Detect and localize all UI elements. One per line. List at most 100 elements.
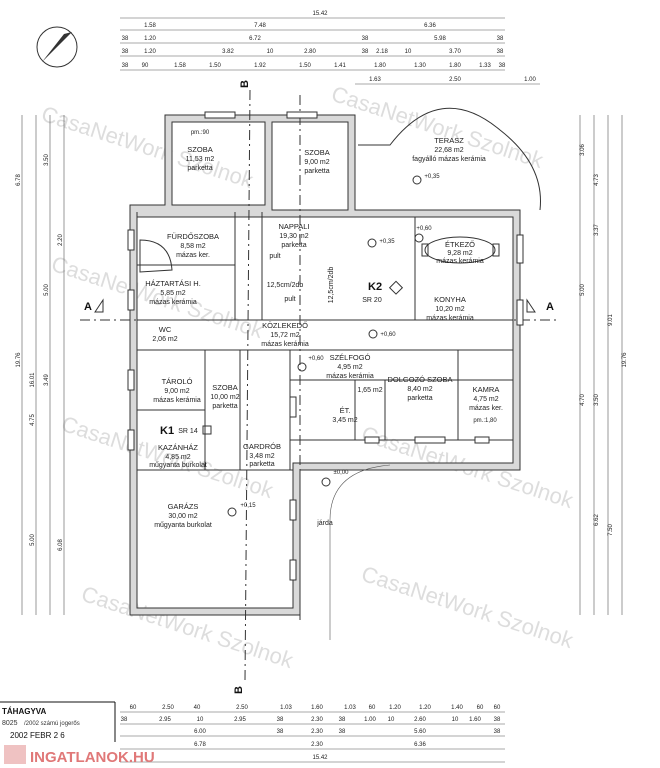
section-markers: A A B B bbox=[84, 80, 554, 694]
stamp-title: TÁHAGYVA bbox=[2, 707, 47, 716]
dimensions-side bbox=[21, 115, 623, 615]
room-area: 8,40 m2 bbox=[407, 386, 432, 393]
room-floor: műgyanta burkolat bbox=[154, 522, 212, 529]
dim-label: 38 bbox=[277, 717, 284, 723]
stamp-note: /2002 számú jogerős bbox=[24, 721, 80, 727]
dim-label: 38 bbox=[121, 717, 128, 723]
dim-label: 38 bbox=[277, 729, 284, 735]
dim-label: 7.48 bbox=[254, 23, 266, 29]
dim-label: 5.00 bbox=[580, 284, 586, 296]
dim-label: 1.40 bbox=[451, 705, 463, 711]
dim-label: 1.03 bbox=[344, 705, 356, 711]
dim-label: 1.80 bbox=[449, 63, 461, 69]
room-floor: mázas kerámia bbox=[326, 373, 374, 380]
room-floor: parketta bbox=[212, 403, 237, 410]
dim-label: 19.76 bbox=[622, 352, 628, 368]
level-label: +0,35 bbox=[379, 239, 395, 245]
dim-label: 2.30 bbox=[311, 729, 323, 735]
room-area: 9,00 m2 bbox=[304, 159, 329, 166]
dim-label: 38 bbox=[362, 49, 369, 55]
dim-label: 6.36 bbox=[414, 742, 426, 748]
dim-label: 1.50 bbox=[209, 63, 221, 69]
dim-label: 1.92 bbox=[254, 63, 266, 69]
room-name: DOLGOZÓ SZOBA bbox=[387, 375, 452, 384]
room-name: ÉT. bbox=[340, 406, 351, 415]
room-floor: mázas kerámia bbox=[426, 315, 474, 322]
stair-label: 12,5cm/2db bbox=[267, 282, 304, 289]
room-area: 9,28 m2 bbox=[447, 250, 472, 257]
dimension-labels-bottom: 60 2.50 40 2.50 1.03 1.60 1.03 60 1.20 1… bbox=[121, 705, 501, 761]
room-area: 19,30 m2 bbox=[279, 233, 308, 240]
room-area: 3,48 m2 bbox=[249, 453, 274, 460]
dimension-labels-side: 19.76 16.01 6.78 5.00 4.75 3.50 2.20 3.4… bbox=[16, 144, 628, 551]
dim-label: 10 bbox=[267, 49, 274, 55]
dim-label: 1.20 bbox=[144, 36, 156, 42]
room-name: SZOBA bbox=[212, 383, 237, 392]
dim-label: 1.80 bbox=[374, 63, 386, 69]
dim-label: 38 bbox=[122, 36, 129, 42]
room-nappali: NAPPALI 19,30 m2 parketta bbox=[278, 222, 309, 249]
dim-label: 2.20 bbox=[58, 234, 64, 246]
dim-label: 2.50 bbox=[449, 77, 461, 83]
dim-label: 2.50 bbox=[162, 705, 174, 711]
room-floor: parketta bbox=[281, 242, 306, 249]
dim-label: 1.20 bbox=[419, 705, 431, 711]
dim-label: 2.30 bbox=[311, 742, 323, 748]
dim-label: 16.01 bbox=[30, 372, 36, 388]
logo-text: INGATLANOK.HU bbox=[30, 749, 155, 766]
room-name: NAPPALI bbox=[278, 222, 309, 231]
dim-label: 38 bbox=[122, 49, 129, 55]
dimensions-bottom bbox=[120, 711, 505, 763]
approval-stamp: TÁHAGYVA 8025 /2002 számú jogerős 2002 F… bbox=[0, 701, 116, 742]
dimension-labels-top: 15.42 1.58 7.48 6.36 38 1.20 6.72 38 5.9… bbox=[122, 11, 537, 83]
section-b-label: B bbox=[233, 686, 245, 694]
dim-label: 3.49 bbox=[44, 374, 50, 386]
room-wc: WC 2,06 m2 bbox=[152, 325, 177, 343]
room-szoba-1: SZOBA 11,53 m2 parketta bbox=[186, 145, 215, 172]
room-floor: parketta bbox=[249, 461, 274, 468]
dim-label: 3.37 bbox=[594, 224, 600, 236]
dim-label: 1.58 bbox=[144, 23, 156, 29]
dim-label: 1.20 bbox=[144, 49, 156, 55]
bathtub-icon bbox=[139, 239, 173, 273]
room-floor: mázas ker. bbox=[469, 405, 503, 412]
room-name: KONYHA bbox=[434, 295, 466, 304]
dim-label: 38 bbox=[494, 717, 501, 723]
room-name: ÉTKEZŐ bbox=[445, 240, 475, 249]
dim-label: 2.50 bbox=[236, 705, 248, 711]
dim-label: 1.58 bbox=[174, 63, 186, 69]
dim-label: 1.50 bbox=[299, 63, 311, 69]
dim-label: 60 bbox=[477, 705, 484, 711]
chimney-label: K2 bbox=[368, 281, 382, 293]
dim-label: 1.20 bbox=[389, 705, 401, 711]
dim-label: 1.41 bbox=[334, 63, 346, 69]
walkway-label: járda bbox=[316, 520, 333, 527]
room-szoba-2: SZOBA 9,00 m2 parketta bbox=[304, 148, 329, 175]
dim-label: 6.78 bbox=[16, 174, 22, 186]
room-szelfogo: SZÉLFOGÓ 4,95 m2 mázas kerámia bbox=[326, 353, 374, 380]
dim-label: 5.98 bbox=[434, 36, 446, 42]
room-floor: mázas ker. bbox=[176, 252, 210, 259]
dim-label: 38 bbox=[122, 63, 129, 69]
level-label: ±0,00 bbox=[334, 470, 350, 476]
dim-label: 3.06 bbox=[580, 144, 586, 156]
dimensions-top bbox=[120, 17, 540, 85]
dim-label: 38 bbox=[499, 63, 506, 69]
dim-label: 1.03 bbox=[280, 705, 292, 711]
section-a-label: A bbox=[84, 301, 92, 313]
dim-label: 3.82 bbox=[222, 49, 234, 55]
dim-label: 38 bbox=[497, 49, 504, 55]
room-etkezo: ÉTKEZŐ 9,28 m2 mázas kerámia bbox=[436, 240, 484, 265]
dim-label: 2.18 bbox=[376, 49, 388, 55]
chimney-icon bbox=[202, 425, 212, 435]
dim-label: 4.73 bbox=[594, 174, 600, 186]
room-name: FÜRDŐSZOBA bbox=[167, 232, 219, 241]
room-area: 15,72 m2 bbox=[270, 332, 299, 339]
room-floor: parketta bbox=[304, 168, 329, 175]
dim-label: 60 bbox=[369, 705, 376, 711]
room-area: 8,58 m2 bbox=[180, 243, 205, 250]
room-tarolo: TÁROLÓ 9,00 m2 mázas kerámia bbox=[153, 377, 201, 404]
room-haztartasi: HÁZTARTÁSI H. 5,85 m2 mázas kerámia bbox=[145, 279, 201, 306]
room-area: 3,45 m2 bbox=[332, 417, 357, 424]
